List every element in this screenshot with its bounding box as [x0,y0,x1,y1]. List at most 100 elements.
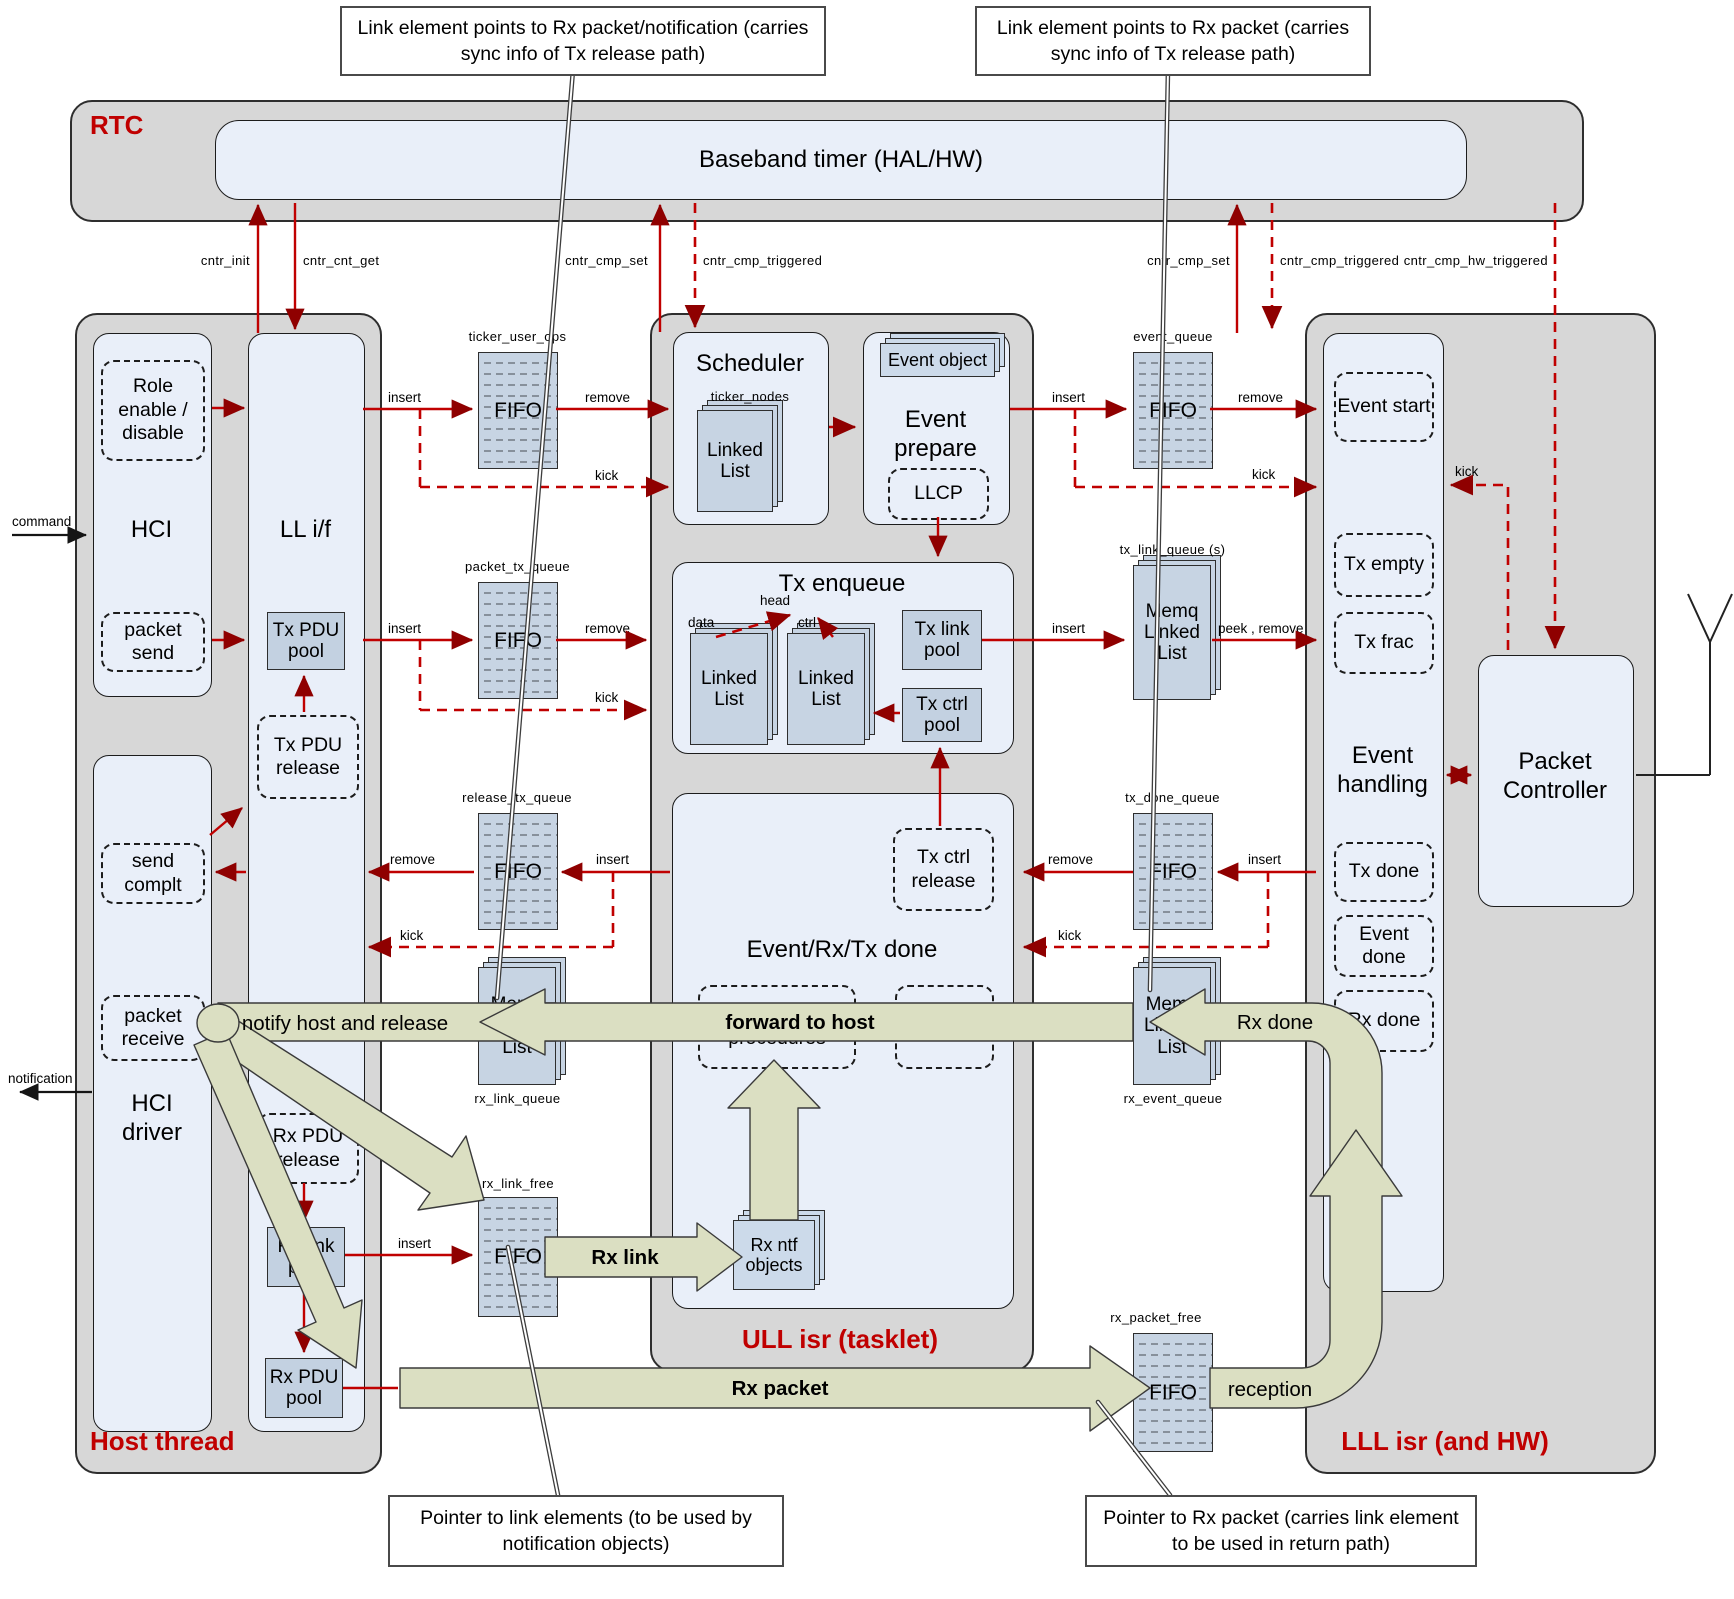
event-rx-tx-done-title: Event/Rx/Tx done [746,936,938,963]
fifo-label: FIFO [1149,398,1197,422]
packet-send-box: packet send [101,612,205,672]
fifo-label: FIFO [1149,1380,1197,1404]
command-label: command [12,514,72,529]
forward-to-host-text: forward to host [725,1011,875,1034]
cntr-cmp-triggered-label: cntr_cmp_triggered [1280,253,1400,268]
remove-label: remove [585,621,631,636]
callout-top-left-text: Link element points to Rx packet/notific… [357,16,809,65]
ticker-user-ops-label: ticker_user_ops [468,329,567,344]
stack-front: Linked List [787,633,865,745]
kick-label: kick [1455,464,1479,479]
fifo-label: FIFO [494,628,542,652]
fifo-label: FIFO [494,859,542,883]
tx-pdu-release-box: Tx PDU release [257,715,359,799]
remove-label: remove [1048,852,1094,867]
tx-enqueue-title: Tx enqueue [778,570,906,597]
packet-tx-queue-fifo: FIFO [478,582,558,699]
packet-send-label: packet send [124,618,182,664]
tx-done-queue-label: tx_done_queue [1125,790,1220,805]
rx-ntf-objects-label: Rx ntf objects [745,1234,803,1275]
packet-receive-box: packet receive [101,995,205,1061]
tx-done-box: Tx done [1334,842,1434,902]
insert-label: insert [388,390,422,405]
event-done-label: Event done [1359,922,1409,968]
fifo-label: FIFO [494,1245,542,1268]
rx-pdu-release-box: Rx PDU release [257,1113,359,1184]
head-label: head [760,593,791,608]
event-done-box: Event done [1334,915,1434,977]
tx-frac-box: Tx frac [1334,612,1434,674]
rx-link-text: Rx link [591,1246,659,1269]
memq-label: Memq Linked List [1144,600,1200,665]
rx-event-queue-memq: Memq Linked List [1133,957,1221,1085]
cntr-cmp-triggered-label: cntr_cmp_triggered [703,253,823,268]
rtc-label: RTC [90,110,144,140]
rx-packet-free-label: rx_packet_free [1110,1310,1202,1325]
rx-link-pool-label: Rx link pool [277,1235,335,1278]
event-object-stack: Event object [880,333,1005,377]
insert-label: insert [388,621,422,636]
stack-front: Linked List [690,633,768,745]
tx-link-queue-memq: Memq Linked List [1133,555,1221,700]
insert-label: insert [1052,390,1086,405]
cntr-init-label: cntr_init [200,253,250,268]
tx-empty-label: Tx empty [1343,553,1425,576]
memq-label: Memq Linked List [1144,994,1200,1058]
event-queue-label: event_queue [1133,329,1213,344]
remove-label: remove [390,852,436,867]
event-start-box: Event start [1334,372,1434,442]
ticker-nodes-stack: Linked List [697,400,783,512]
insert-label: insert [1052,621,1086,636]
rx-packet-free-fifo: FIFO [1133,1333,1213,1452]
scheduler-title: Scheduler [695,350,805,377]
callout-top-right: Link element points to Rx packet (carrie… [975,6,1371,76]
hci-title: HCI [130,516,173,543]
llcp-label: LLCP [914,482,963,505]
rx-ntf-objects-stack: Rx ntf objects [733,1210,825,1290]
callout-bottom-left: Pointer to link elements (to be used by … [388,1495,784,1567]
tx-link-pool-label: Tx link pool [914,618,970,661]
tx-pdu-pool-label: Tx PDU pool [272,619,340,662]
stack-front: Memq Linked List [1133,967,1211,1085]
role-enable-disable-box: Role enable / disable [101,360,205,461]
ticker-user-ops-fifo: FIFO [478,352,558,469]
kick-label: kick [1252,467,1276,482]
callout-bottom-right: Pointer to Rx packet (carries link eleme… [1085,1495,1477,1567]
data-linked-list-stack: Linked List [690,623,778,745]
send-complt-box: send complt [101,843,205,904]
reception-text: reception [1227,1378,1313,1401]
baseband-timer-box: Baseband timer (HAL/HW) [215,120,1467,200]
packet-tx-queue-label: packet_tx_queue [464,559,571,574]
tx-empty-box: Tx empty [1334,533,1434,597]
rx-done-label: Rx done [1347,1009,1421,1032]
rx-done-text: Rx done [1236,1011,1314,1034]
host-thread-label: Host thread [90,1426,235,1456]
kick-label: kick [1058,928,1082,943]
rx-pdu-release-label: Rx PDU release [272,1125,344,1171]
data-label: data [688,615,715,630]
tx-frac-label: Tx frac [1354,631,1414,654]
rx-link-pool-box: Rx link pool [267,1227,345,1287]
kick-label: kick [595,468,619,483]
packet-receive-label: packet receive [121,1004,185,1050]
tx-done-label: Tx done [1348,860,1420,883]
notify-host-text: notify host and release [241,1012,449,1035]
insert-label: insert [1248,852,1282,867]
callout-top-right-text: Link element points to Rx packet (carrie… [996,16,1350,65]
fifo-label: FIFO [494,398,542,422]
cntr-cmp-set-label: cntr_cmp_set [565,253,648,268]
send-complt-label: send complt [124,850,182,896]
rx-link-free-fifo: FIFO [478,1197,558,1317]
tx-ctrl-release-box: Tx ctrl release [893,828,994,911]
ticker-nodes-label: ticker_nodes [710,389,790,404]
tx-link-queue-label: tx_link_queue (s) [1119,542,1226,557]
stack-front: Linked List [697,410,773,512]
remove-label: remove [585,390,631,405]
packet-controller-box [1478,655,1634,907]
tx-ctrl-pool-label: Tx ctrl pool [916,693,968,736]
llcp-box: LLCP [888,468,989,520]
event-start-label: Event start [1337,395,1431,418]
tx-done-queue-fifo: FIFO [1133,813,1213,930]
rx-event-queue-label: rx_event_queue [1123,1091,1223,1106]
event-queue-fifo: FIFO [1133,352,1213,469]
